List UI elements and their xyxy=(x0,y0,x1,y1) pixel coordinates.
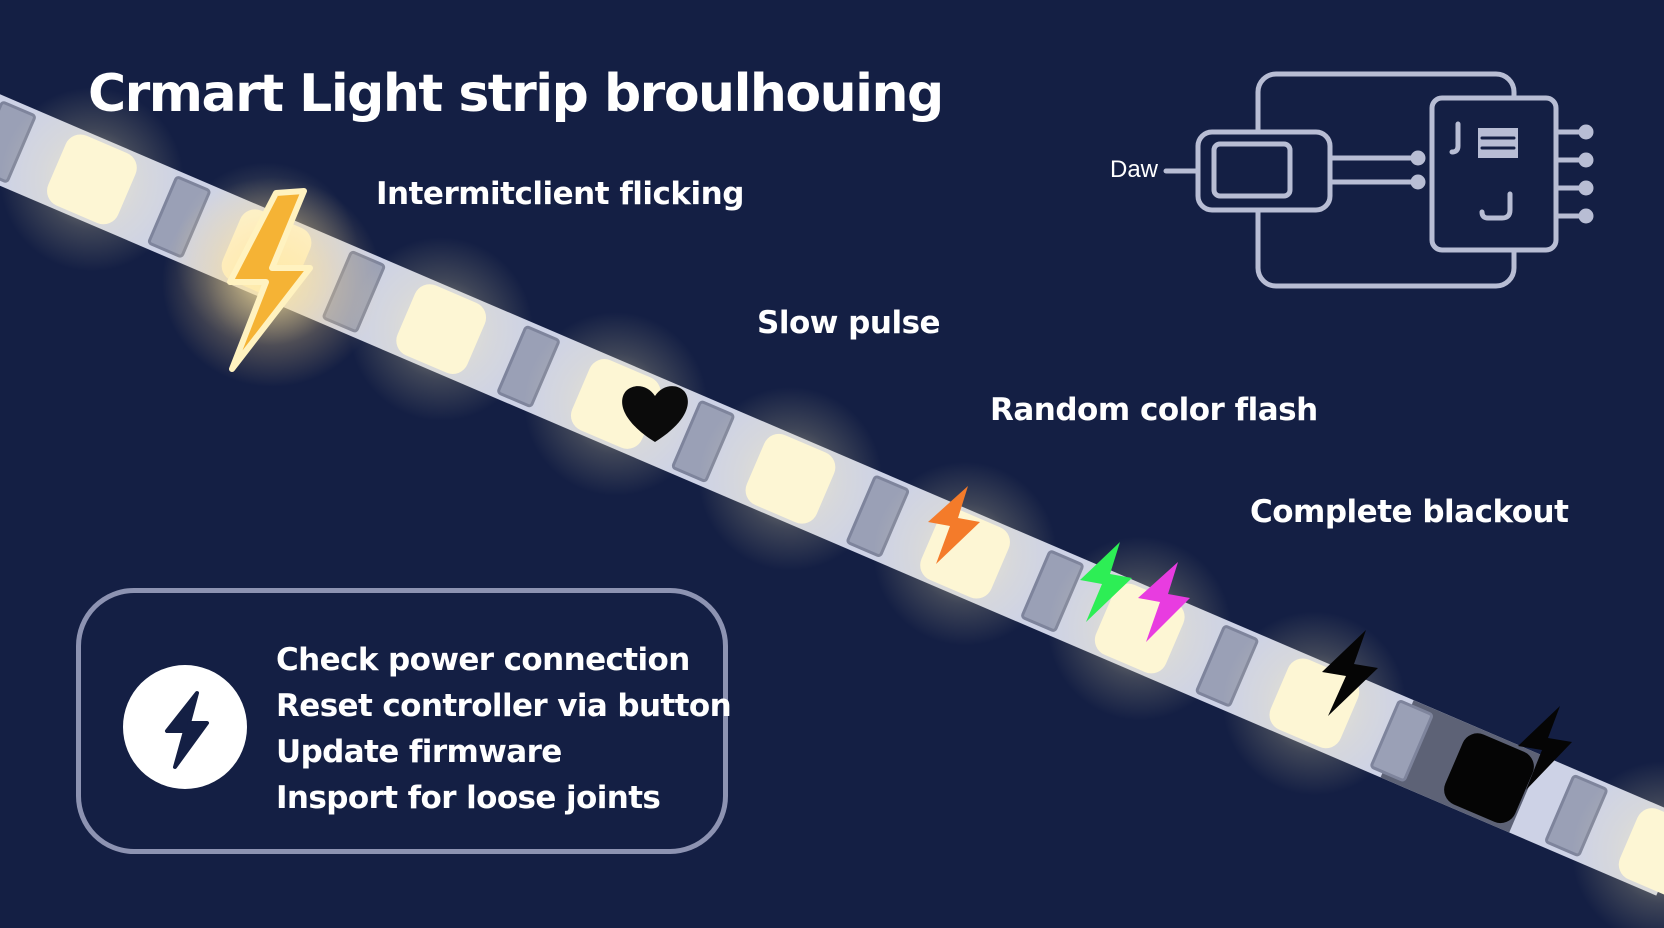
led-chip xyxy=(1269,658,1360,749)
symptom-label-pulse: Slow pulse xyxy=(757,305,941,341)
lightning-bolt-circle-icon xyxy=(123,665,247,789)
resistor-chip xyxy=(1370,700,1433,782)
controller-circuit-icon xyxy=(1163,71,1594,289)
steps-list: Check power connection Reset controller … xyxy=(276,637,732,821)
step-item: Update firmware xyxy=(276,734,562,770)
symptom-label-blackout: Complete blackout xyxy=(1250,494,1569,530)
black-lightning-icon xyxy=(1322,630,1378,716)
led-chip xyxy=(47,134,137,225)
led-chip xyxy=(920,508,1010,599)
step-item: Check power connection xyxy=(276,642,690,678)
symptom-label-flicker: Intermitclient flicking xyxy=(376,176,744,212)
led-chip xyxy=(745,433,836,524)
yellow-lightning-icon xyxy=(162,177,382,387)
led-chip-off xyxy=(1444,733,1534,824)
troubleshooting-steps-box: Check power connection Reset controller … xyxy=(76,588,732,854)
symptom-label-flash: Random color flash xyxy=(990,392,1318,428)
page-title: Crmart Light strip broulhouing xyxy=(88,64,944,124)
green-lightning-icon xyxy=(1080,542,1132,622)
led-chip xyxy=(396,284,487,374)
orange-lightning-icon xyxy=(928,486,980,564)
controller-label: Daw xyxy=(1110,156,1159,183)
step-item: Insport for loose joints xyxy=(276,780,661,816)
black-lightning-icon-2 xyxy=(1518,706,1572,790)
magenta-lightning-icon xyxy=(1138,562,1190,642)
heart-icon xyxy=(622,386,688,442)
step-item: Reset controller via button xyxy=(276,688,732,724)
